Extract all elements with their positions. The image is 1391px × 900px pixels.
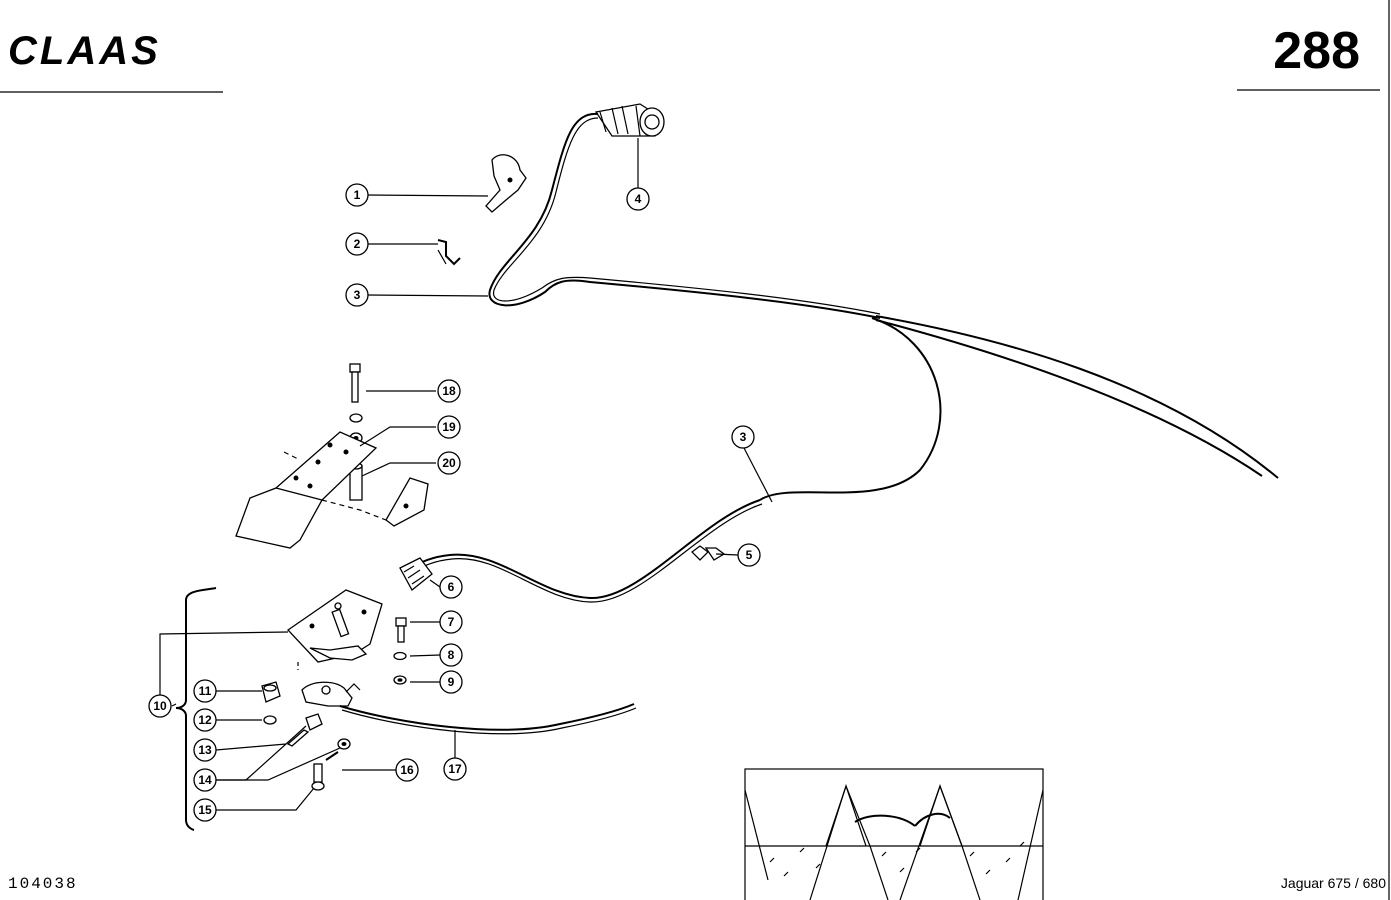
callout-19: 19: [437, 415, 461, 439]
part-7-screw: [395, 617, 407, 643]
svg-text:3: 3: [740, 430, 747, 444]
callout-4: 4: [626, 187, 650, 211]
svg-text:8: 8: [448, 648, 455, 662]
page-number: 288: [1273, 22, 1360, 80]
part-6-connector: [399, 557, 433, 591]
svg-text:14: 14: [198, 773, 212, 787]
part-14-nut: [305, 713, 351, 750]
model-label: Jaguar 675 / 680: [1281, 875, 1386, 891]
part-18-bolt: [349, 363, 361, 403]
svg-text:17: 17: [448, 762, 462, 776]
callout-16: 16: [395, 758, 419, 782]
callout-8: 8: [439, 643, 463, 667]
brand-logo-text: CLAAS: [8, 29, 161, 73]
callout-18: 18: [437, 379, 461, 403]
svg-text:5: 5: [746, 548, 753, 562]
svg-text:11: 11: [199, 684, 212, 698]
svg-text:7: 7: [448, 615, 455, 629]
part-17-lever-rod: [301, 681, 637, 735]
svg-text:1: 1: [354, 188, 361, 202]
callout-7: 7: [439, 610, 463, 634]
claas-logo: CLAAS: [8, 29, 161, 73]
svg-text:10: 10: [153, 699, 167, 713]
part-2-small-clip: [437, 239, 461, 266]
callout-14: 14: [193, 768, 217, 792]
callout-5: 5: [737, 543, 761, 567]
group-bracket-10: [175, 587, 217, 831]
svg-text:9: 9: [448, 675, 455, 689]
callout-11: 11: [193, 679, 217, 703]
part-3-cable-upper: [488, 112, 1279, 501]
callout-6: 6: [439, 575, 463, 599]
callout-10: 10: [148, 694, 172, 718]
callout-13: 13: [193, 738, 217, 762]
callout-1: 1: [345, 183, 369, 207]
svg-text:19: 19: [442, 420, 456, 434]
part-12-washer: [263, 715, 277, 725]
callout-15: 15: [193, 798, 217, 822]
part-13-pin: [286, 729, 310, 747]
svg-text:3: 3: [354, 288, 361, 302]
part-4-plug-connector: [594, 103, 665, 137]
callout-9: 9: [439, 670, 463, 694]
part-5-cable-tie: [691, 545, 726, 561]
part-8-washer: [393, 651, 407, 661]
callout-12: 12: [193, 708, 217, 732]
part-15-screw: [311, 763, 325, 791]
svg-text:20: 20: [442, 456, 456, 470]
mounting-bracket: [235, 431, 429, 549]
part-11-magnet-holder: [261, 681, 281, 703]
document-number: 104038: [8, 875, 78, 893]
svg-text:4: 4: [635, 192, 642, 206]
callout-3-lower: 3: [731, 425, 755, 449]
callout-20: 20: [437, 451, 461, 475]
svg-text:2: 2: [354, 237, 361, 251]
location-inset: [744, 768, 1044, 900]
svg-text:16: 16: [400, 763, 414, 777]
part-1-cable-clip: [485, 154, 527, 213]
svg-text:13: 13: [198, 743, 212, 757]
part-3-cable-lower: [409, 499, 763, 603]
svg-text:18: 18: [442, 384, 456, 398]
svg-text:15: 15: [198, 803, 212, 817]
part-9-washer: [393, 675, 407, 685]
callout-17: 17: [443, 757, 467, 781]
svg-text:12: 12: [198, 713, 212, 727]
part-10-sensor-housing: [287, 589, 383, 663]
svg-text:6: 6: [448, 580, 455, 594]
callout-3-upper: 3: [345, 283, 369, 307]
leader-lines: [159, 138, 773, 811]
callout-2: 2: [345, 232, 369, 256]
part-16-spring-pin: [325, 751, 339, 761]
